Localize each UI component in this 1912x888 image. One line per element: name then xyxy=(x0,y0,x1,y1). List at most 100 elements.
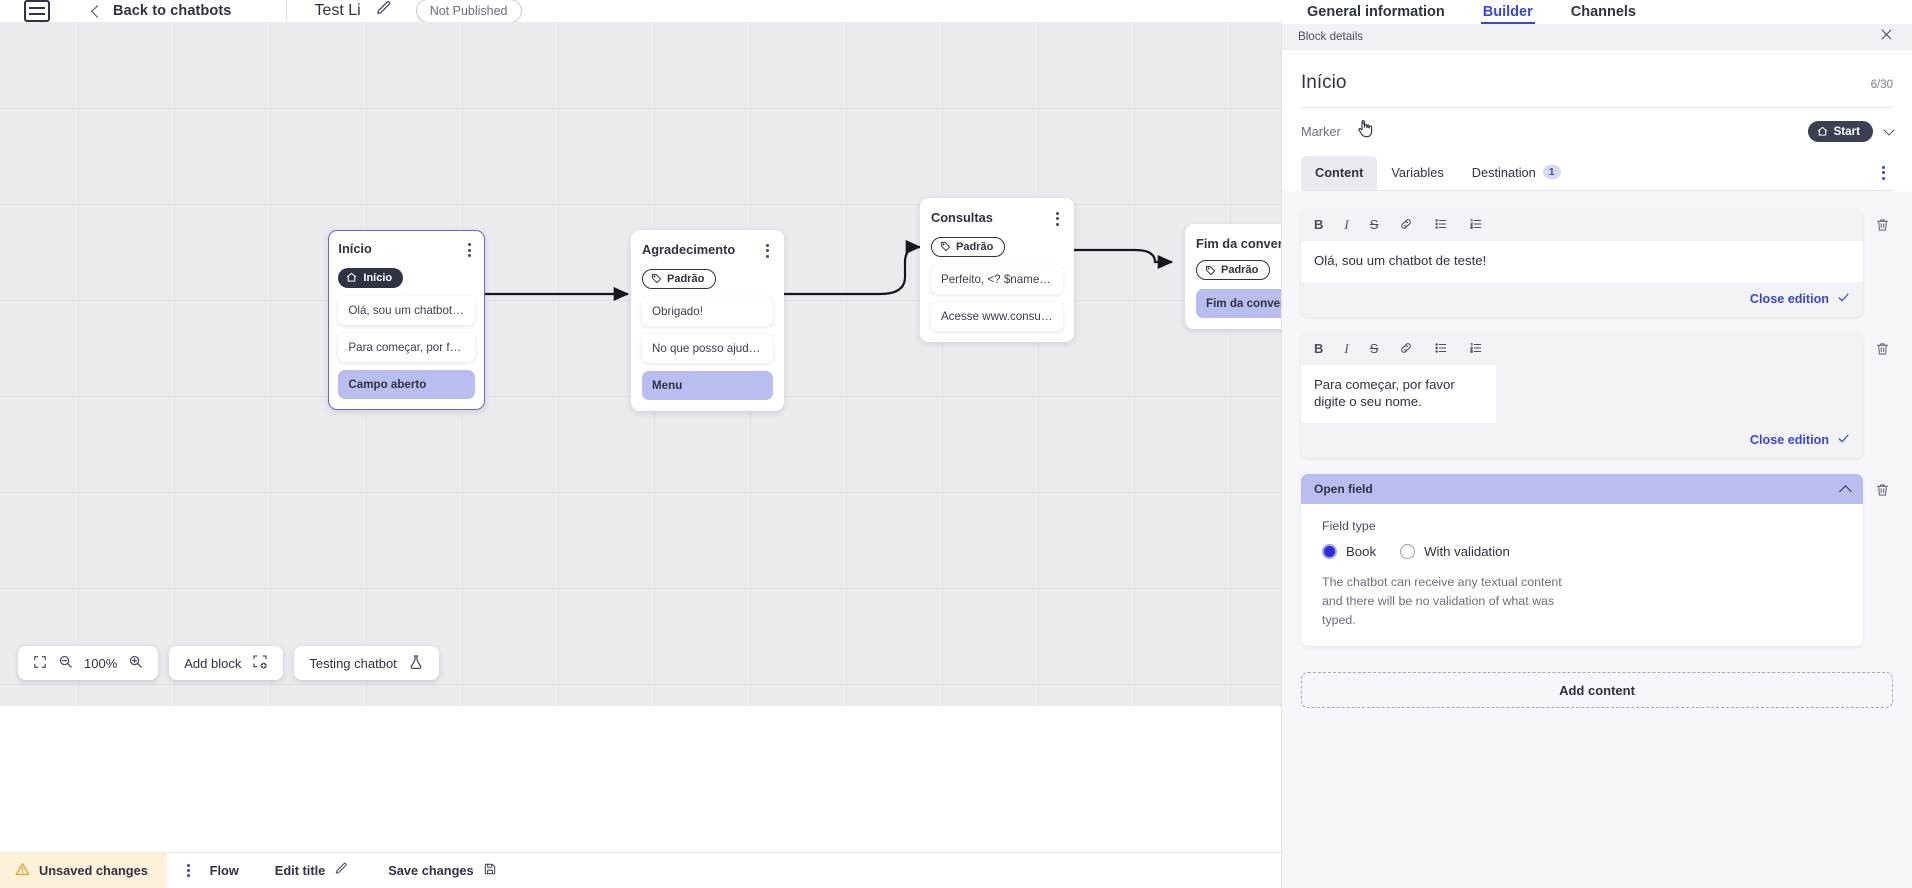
tag-icon xyxy=(651,273,662,284)
marker-row: Marker Start xyxy=(1301,108,1895,142)
unsaved-changes-label: Unsaved changes xyxy=(39,863,148,878)
flow-node-agradecimento[interactable]: Agradecimento Padrão Obrigado! No que po… xyxy=(631,230,784,412)
save-changes-button[interactable]: Save changes xyxy=(388,862,496,879)
node-menu-button[interactable] xyxy=(1052,210,1063,228)
close-edition-button[interactable]: Close edition xyxy=(1301,423,1863,459)
italic-icon[interactable]: I xyxy=(1344,217,1349,233)
rich-text-editor[interactable]: B I S Para começar, por favor di xyxy=(1301,332,1863,459)
add-content-button[interactable]: Add content xyxy=(1301,672,1893,709)
marker-selector[interactable]: Start xyxy=(1807,121,1895,142)
field-type-radio-group: Book With validation xyxy=(1322,544,1850,560)
node-message[interactable]: No que posso ajudar, <? $name ... xyxy=(642,334,773,364)
panel-body: Início 6/30 Marker Start Content xyxy=(1282,50,1912,191)
content-block-editor: B I S Olá, sou um chatbot de tes xyxy=(1301,208,1893,317)
node-message-highlighted[interactable]: Fim da conversa xyxy=(1196,288,1281,318)
marker-value-label: Start xyxy=(1833,125,1860,138)
app-logo-icon[interactable] xyxy=(24,0,50,22)
fit-to-screen-icon[interactable] xyxy=(33,655,47,672)
tab-general-information[interactable]: General information xyxy=(1307,4,1445,20)
close-icon[interactable] xyxy=(1879,27,1894,47)
numbered-list-icon[interactable] xyxy=(1469,341,1483,357)
node-message[interactable]: Perfeito, <? $name ?>! xyxy=(931,265,1063,295)
node-message-highlighted[interactable]: Campo aberto xyxy=(338,370,475,400)
testing-chatbot-button[interactable]: Testing chatbot xyxy=(294,646,439,680)
panel-header: Block details xyxy=(1282,24,1912,50)
flow-node-consultas[interactable]: Consultas Padrão Perfeito, <? $name ?>! … xyxy=(920,198,1074,343)
strikethrough-icon[interactable]: S xyxy=(1369,341,1379,357)
tab-channels[interactable]: Channels xyxy=(1570,4,1636,20)
panel-title-row: Início 6/30 xyxy=(1301,50,1893,108)
panel-tab-destination[interactable]: Destination 1 xyxy=(1458,156,1575,190)
radio-option-book[interactable]: Book xyxy=(1322,544,1377,560)
flow-button[interactable]: Flow xyxy=(210,863,239,878)
node-menu-button[interactable] xyxy=(762,242,773,260)
rich-text-editor[interactable]: B I S Olá, sou um chatbot de tes xyxy=(1301,208,1863,317)
link-icon[interactable] xyxy=(1399,217,1413,233)
flow-node-inicio[interactable]: Início Início Olá, sou um chatbot de tes… xyxy=(328,230,485,410)
trash-icon[interactable] xyxy=(1872,211,1893,244)
field-type-label: Field type xyxy=(1322,519,1376,534)
open-field-title: Open field xyxy=(1314,482,1373,497)
open-field-body: Field type Book With validation The xyxy=(1301,504,1863,647)
flow-canvas[interactable]: Início Início Olá, sou um chatbot de tes… xyxy=(0,22,1281,706)
italic-icon[interactable]: I xyxy=(1344,341,1349,357)
bulleted-list-icon[interactable] xyxy=(1434,341,1448,357)
add-block-label: Add block xyxy=(184,655,242,671)
flow-node-fim-da-conversa[interactable]: Fim da conversa Padrão Fim da conversa xyxy=(1185,224,1281,329)
panel-tab-menu-button[interactable] xyxy=(1874,156,1893,190)
add-content-label: Add content xyxy=(1559,682,1635,698)
node-badge-label: Padrão xyxy=(1221,264,1259,276)
link-icon[interactable] xyxy=(1399,341,1413,357)
node-message-highlighted[interactable]: Menu xyxy=(642,371,773,401)
panel-tab-variables[interactable]: Variables xyxy=(1377,156,1457,190)
node-title: Consultas xyxy=(931,210,993,225)
node-badge-label: Padrão xyxy=(667,272,705,285)
status-more-button[interactable] xyxy=(186,863,190,878)
radio-book-input[interactable] xyxy=(1322,544,1337,560)
trash-icon[interactable] xyxy=(1872,476,1893,509)
panel-tab-destination-label: Destination xyxy=(1471,164,1536,180)
close-edition-button[interactable]: Close edition xyxy=(1301,281,1863,317)
save-changes-label: Save changes xyxy=(388,863,474,878)
radio-book-label: Book xyxy=(1346,544,1377,560)
radio-option-with-validation[interactable]: With validation xyxy=(1400,544,1510,560)
open-field-header[interactable]: Open field xyxy=(1301,474,1863,505)
bold-icon[interactable]: B xyxy=(1314,217,1324,233)
node-message[interactable]: Para começar, por favor digite o ... xyxy=(338,333,475,363)
chevron-down-icon xyxy=(1883,124,1895,136)
editor-text[interactable]: Olá, sou um chatbot de teste! xyxy=(1301,240,1863,282)
radio-with-validation-input[interactable] xyxy=(1400,544,1416,560)
tab-builder[interactable]: Builder xyxy=(1480,0,1535,24)
node-message[interactable]: Obrigado! xyxy=(642,297,773,327)
chevron-left-icon xyxy=(91,4,104,18)
flow-edges xyxy=(485,239,1174,302)
zoom-level-label: 100% xyxy=(84,655,118,671)
pencil-icon xyxy=(334,862,348,879)
trash-icon[interactable] xyxy=(1872,335,1893,368)
node-message[interactable]: Olá, sou um chatbot de teste! xyxy=(338,296,475,326)
edit-title-button[interactable]: Edit title xyxy=(275,862,348,879)
status-bar: Unsaved changes Flow Edit title Save cha… xyxy=(0,852,1281,888)
node-menu-button[interactable] xyxy=(464,241,475,259)
bold-icon[interactable]: B xyxy=(1314,341,1324,357)
node-header: Fim da conversa xyxy=(1196,236,1281,251)
node-message[interactable]: Acesse www.consultas.com par... xyxy=(931,302,1063,332)
panel-content-scroll: B I S Olá, sou um chatbot de tes xyxy=(1282,190,1912,888)
pencil-icon[interactable] xyxy=(375,0,392,22)
add-block-icon xyxy=(252,654,268,673)
check-icon xyxy=(1837,432,1850,448)
editor-text[interactable]: Para começar, por favor digite o seu nom… xyxy=(1301,364,1496,424)
bulleted-list-icon[interactable] xyxy=(1434,217,1448,233)
zoom-in-icon[interactable] xyxy=(128,654,143,672)
add-block-button[interactable]: Add block xyxy=(169,646,284,680)
save-disk-icon xyxy=(483,862,497,879)
back-to-chatbots-button[interactable]: Back to chatbots xyxy=(90,3,231,19)
tabs-spacer xyxy=(1575,156,1874,190)
zoom-out-icon[interactable] xyxy=(58,654,73,672)
open-field-card: Open field Field type Book Wi xyxy=(1301,474,1863,647)
editor-toolbar: B I S xyxy=(1301,332,1863,365)
panel-tab-content[interactable]: Content xyxy=(1301,156,1378,190)
strikethrough-icon[interactable]: S xyxy=(1369,217,1379,233)
open-field-block: Open field Field type Book Wi xyxy=(1301,474,1893,647)
numbered-list-icon[interactable] xyxy=(1469,217,1483,233)
